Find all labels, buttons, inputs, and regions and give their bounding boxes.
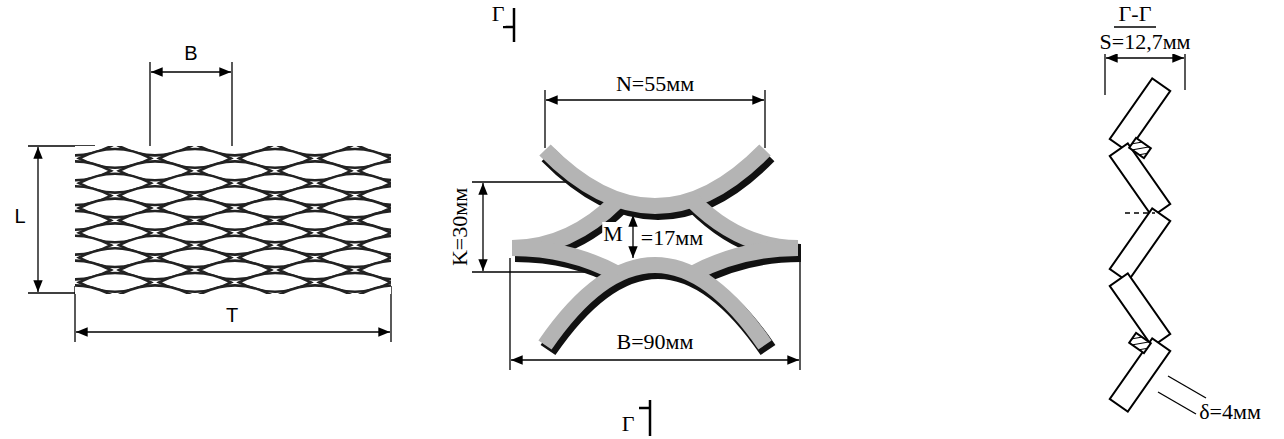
section-dimensions <box>1105 27 1206 414</box>
mesh-cell <box>199 285 271 294</box>
mesh-cell <box>279 285 351 294</box>
cell-strands <box>512 150 801 350</box>
mesh-sheet <box>75 146 391 294</box>
section-profile <box>1110 78 1170 411</box>
section-letter: Г <box>621 412 636 436</box>
dimension-label: =17мм <box>640 226 704 250</box>
dimension-label: N=55мм <box>615 72 695 96</box>
dimension-letter: B <box>183 42 198 64</box>
mesh-cell <box>359 285 391 294</box>
dimension-label: K=30мм <box>448 187 472 267</box>
sheet-dimensions <box>28 62 391 342</box>
section-letter: Г <box>491 2 506 26</box>
mesh-cell <box>75 285 111 294</box>
mesh-cell <box>119 285 191 294</box>
section-title: Г-Г <box>1118 2 1153 26</box>
dimension-letter: T <box>225 304 239 326</box>
dimension-label: M <box>602 222 624 246</box>
cell-dimensions <box>472 90 800 370</box>
dimension-label: S=12,7мм <box>1099 30 1192 54</box>
dimension-label: B=90мм <box>616 330 695 354</box>
dimension-letter: L <box>13 205 26 227</box>
dimension-label: δ=4мм <box>1198 400 1262 424</box>
